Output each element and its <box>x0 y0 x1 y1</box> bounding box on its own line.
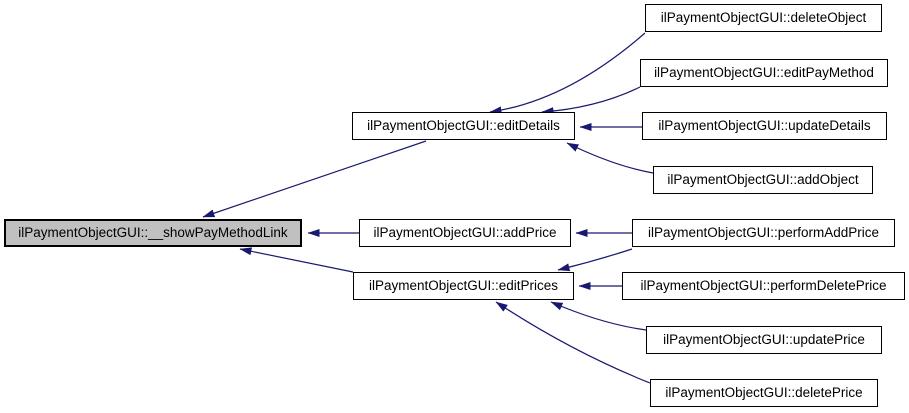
node-edit-prices[interactable]: ilPaymentObjectGUI::editPrices <box>353 272 574 300</box>
edge-editprices-to-showpaymethodlink <box>239 247 354 273</box>
node-perform-delete-price[interactable]: ilPaymentObjectGUI::performDeletePrice <box>622 272 905 300</box>
node-edit-details[interactable]: ilPaymentObjectGUI::editDetails <box>352 112 575 140</box>
edge-performaddprice-to-editprices <box>557 248 633 272</box>
node-delete-object[interactable]: ilPaymentObjectGUI::deleteObject <box>645 4 882 32</box>
node-edit-pay-method[interactable]: ilPaymentObjectGUI::editPayMethod <box>640 59 888 87</box>
node-add-price[interactable]: ilPaymentObjectGUI::addPrice <box>359 219 571 247</box>
node-update-details[interactable]: ilPaymentObjectGUI::updateDetails <box>642 112 887 140</box>
edge-deleteprice-to-editprices <box>495 301 651 384</box>
node-perform-add-price[interactable]: ilPaymentObjectGUI::performAddPrice <box>632 219 895 247</box>
edge-addobject-to-editdetails <box>566 142 654 174</box>
node-show-pay-method-link: ilPaymentObjectGUI::__showPayMethodLink <box>4 219 302 247</box>
edge-deleteobject-to-editdetails <box>489 32 646 115</box>
edge-editpaymethod-to-editdetails <box>541 86 641 116</box>
edge-editdetails-to-showpaymethodlink <box>202 140 427 218</box>
node-update-price[interactable]: ilPaymentObjectGUI::updatePrice <box>646 326 882 354</box>
node-delete-price[interactable]: ilPaymentObjectGUI::deletePrice <box>650 379 878 407</box>
edge-updateprice-to-editprices <box>550 301 647 331</box>
node-add-object[interactable]: ilPaymentObjectGUI::addObject <box>653 166 873 194</box>
